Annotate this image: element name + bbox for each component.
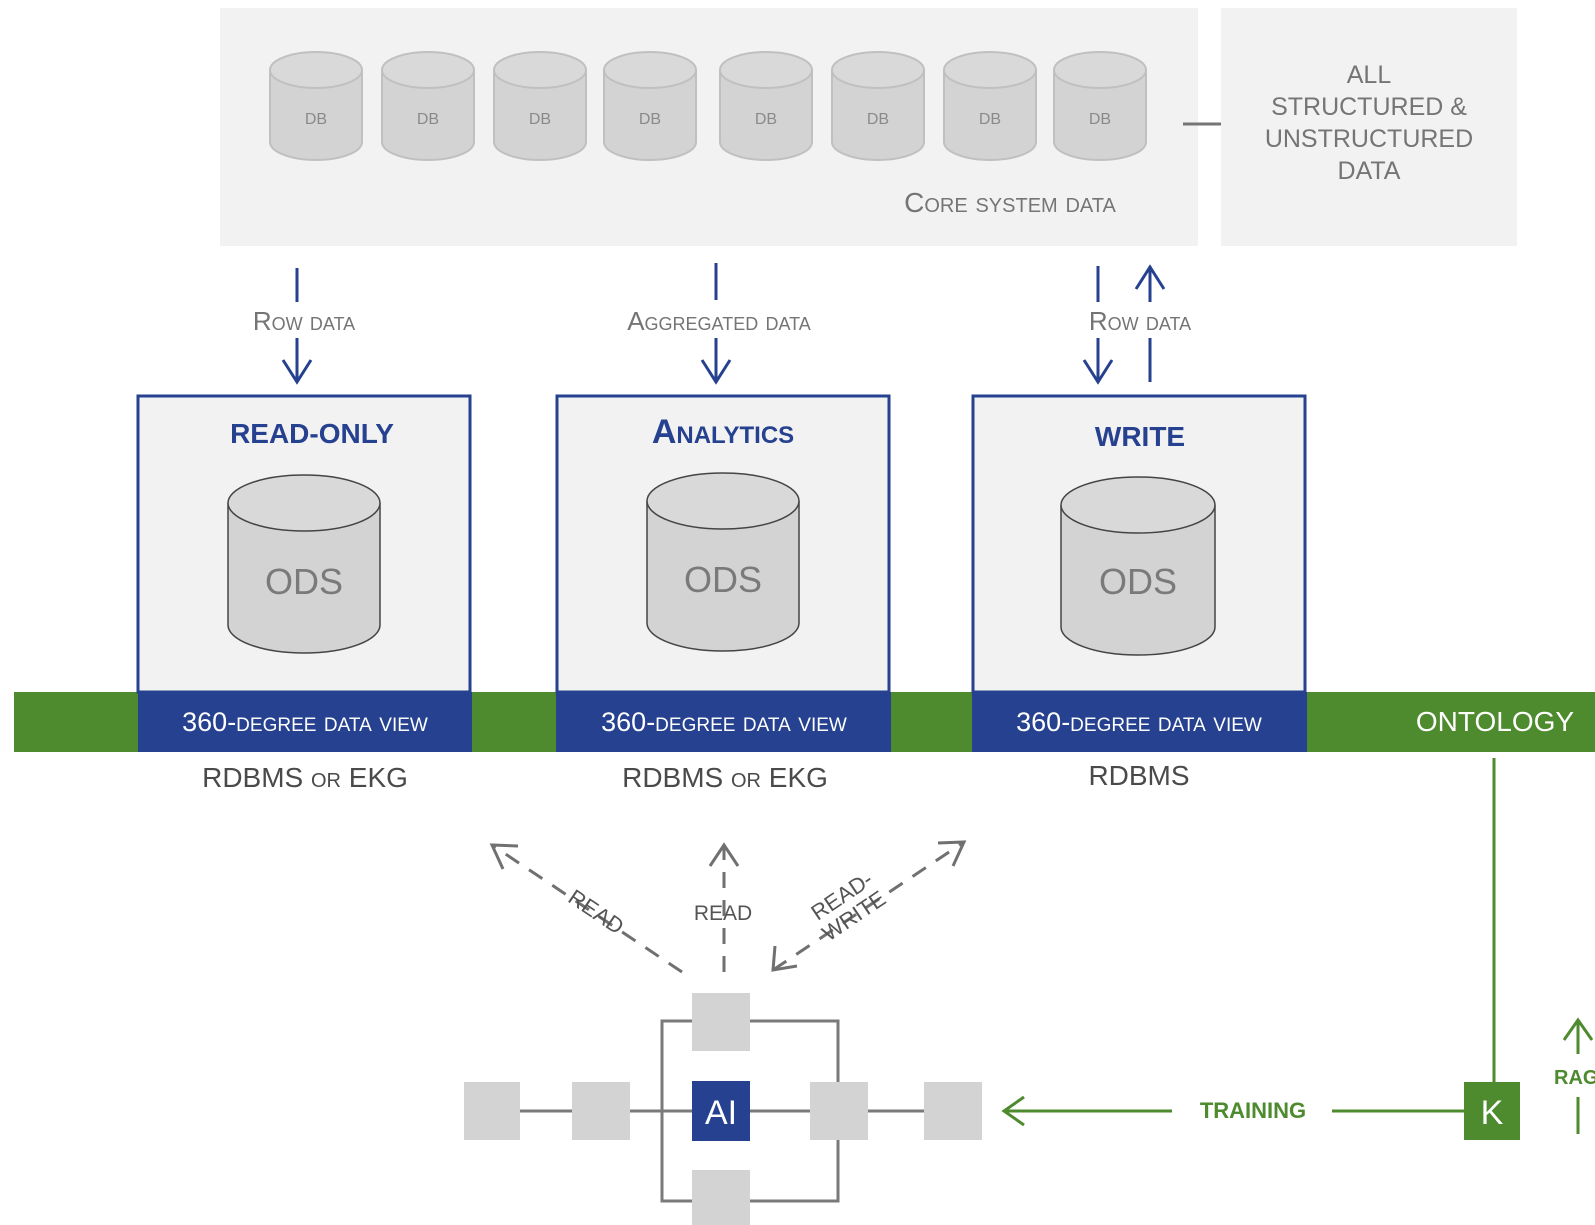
flow-analytics: Aggregated data (627, 263, 811, 385)
db-label: DB (1089, 111, 1111, 128)
network-node-left (572, 1082, 630, 1140)
write-store-label: RDBMS (1088, 760, 1189, 791)
unstructured-line-2: STRUCTURED & (1271, 93, 1467, 121)
readonly-store-label: RDBMS or EKG (202, 762, 408, 793)
flow-analytics-label: Aggregated data (627, 306, 811, 336)
network-node-bottom (692, 1170, 750, 1225)
write-view-label: 360-degree data view (1016, 707, 1262, 737)
write-box: WRITE ODS 360-degree data view RDBMS (971, 394, 1307, 791)
ai-node (692, 1081, 750, 1141)
training-arrow: TRAINING (1001, 1095, 1464, 1127)
db-label: DB (639, 111, 661, 128)
db-label: DB (867, 111, 889, 128)
write-title: WRITE (1095, 421, 1185, 452)
flow-write-label: Row data (1089, 306, 1191, 336)
analytics-ods-cylinder: ODS (646, 472, 800, 652)
readonly-box: READ-ONLY ODS 360-degree data view RDBMS… (136, 394, 472, 793)
db-cylinder-8: DB (1053, 51, 1147, 161)
db-cylinder-3: DB (493, 51, 587, 161)
ai-read-left-label: READ (564, 884, 629, 939)
db-cylinder-1: DB (269, 51, 363, 161)
network-node-far-left (464, 1082, 520, 1140)
knowledge-node: K (1464, 1082, 1520, 1140)
core-system-title: Core system data (904, 187, 1116, 218)
training-label: TRAINING (1200, 1098, 1306, 1123)
readonly-view-label: 360-degree data view (182, 707, 428, 737)
db-cylinder-5: DB (719, 51, 813, 161)
db-label: DB (755, 111, 777, 128)
db-label: DB (529, 111, 551, 128)
readonly-title: READ-ONLY (230, 418, 394, 449)
ai-read-left-arrow: READ (489, 843, 683, 974)
rag-label: RAG (1554, 1067, 1595, 1089)
db-cylinder-7: DB (943, 51, 1037, 161)
db-label: DB (979, 111, 1001, 128)
network-node-top (692, 993, 750, 1051)
unstructured-line-1: ALL (1347, 61, 1392, 89)
analytics-ods-label: ODS (684, 559, 762, 600)
knowledge-node-label: K (1481, 1094, 1504, 1132)
flow-readonly-label: Row data (253, 306, 355, 336)
analytics-store-label: RDBMS or EKG (622, 762, 828, 793)
readonly-ods-label: ODS (265, 561, 343, 602)
db-cylinder-4: DB (603, 51, 697, 161)
analytics-view-label: 360-degree data view (601, 707, 847, 737)
ai-node-label: AI (705, 1094, 737, 1132)
network-node-right (810, 1082, 868, 1140)
ontology-label: ONTOLOGY (1416, 706, 1575, 737)
analytics-box: Analytics ODS 360-degree data view RDBMS… (555, 394, 891, 793)
unstructured-line-3: UNSTRUCTURED (1265, 125, 1473, 153)
flow-readonly: Row data (253, 268, 355, 385)
write-ods-label: ODS (1099, 561, 1177, 602)
ai-read-center-label: READ (694, 902, 752, 925)
network-node-far-right (924, 1082, 982, 1140)
db-cylinder-6: DB (831, 51, 925, 161)
flow-write: Row data (1082, 264, 1191, 385)
unstructured-line-4: DATA (1338, 157, 1401, 185)
ai-network: AI (464, 993, 982, 1225)
db-label: DB (305, 111, 327, 128)
ai-read-center-arrow: READ (694, 842, 752, 972)
readonly-ods-cylinder: ODS (227, 474, 381, 654)
write-ods-cylinder: ODS (1060, 476, 1216, 656)
unstructured-panel (1221, 8, 1517, 246)
ai-readwrite-arrow: READ- WRITE (771, 840, 967, 972)
db-label: DB (417, 111, 439, 128)
db-cylinder-2: DB (381, 51, 475, 161)
analytics-title: Analytics (652, 413, 794, 451)
core-db-group: DB DB DB DB DB DB DB (269, 51, 1147, 161)
rag-arrow: RAG (1554, 1017, 1595, 1134)
